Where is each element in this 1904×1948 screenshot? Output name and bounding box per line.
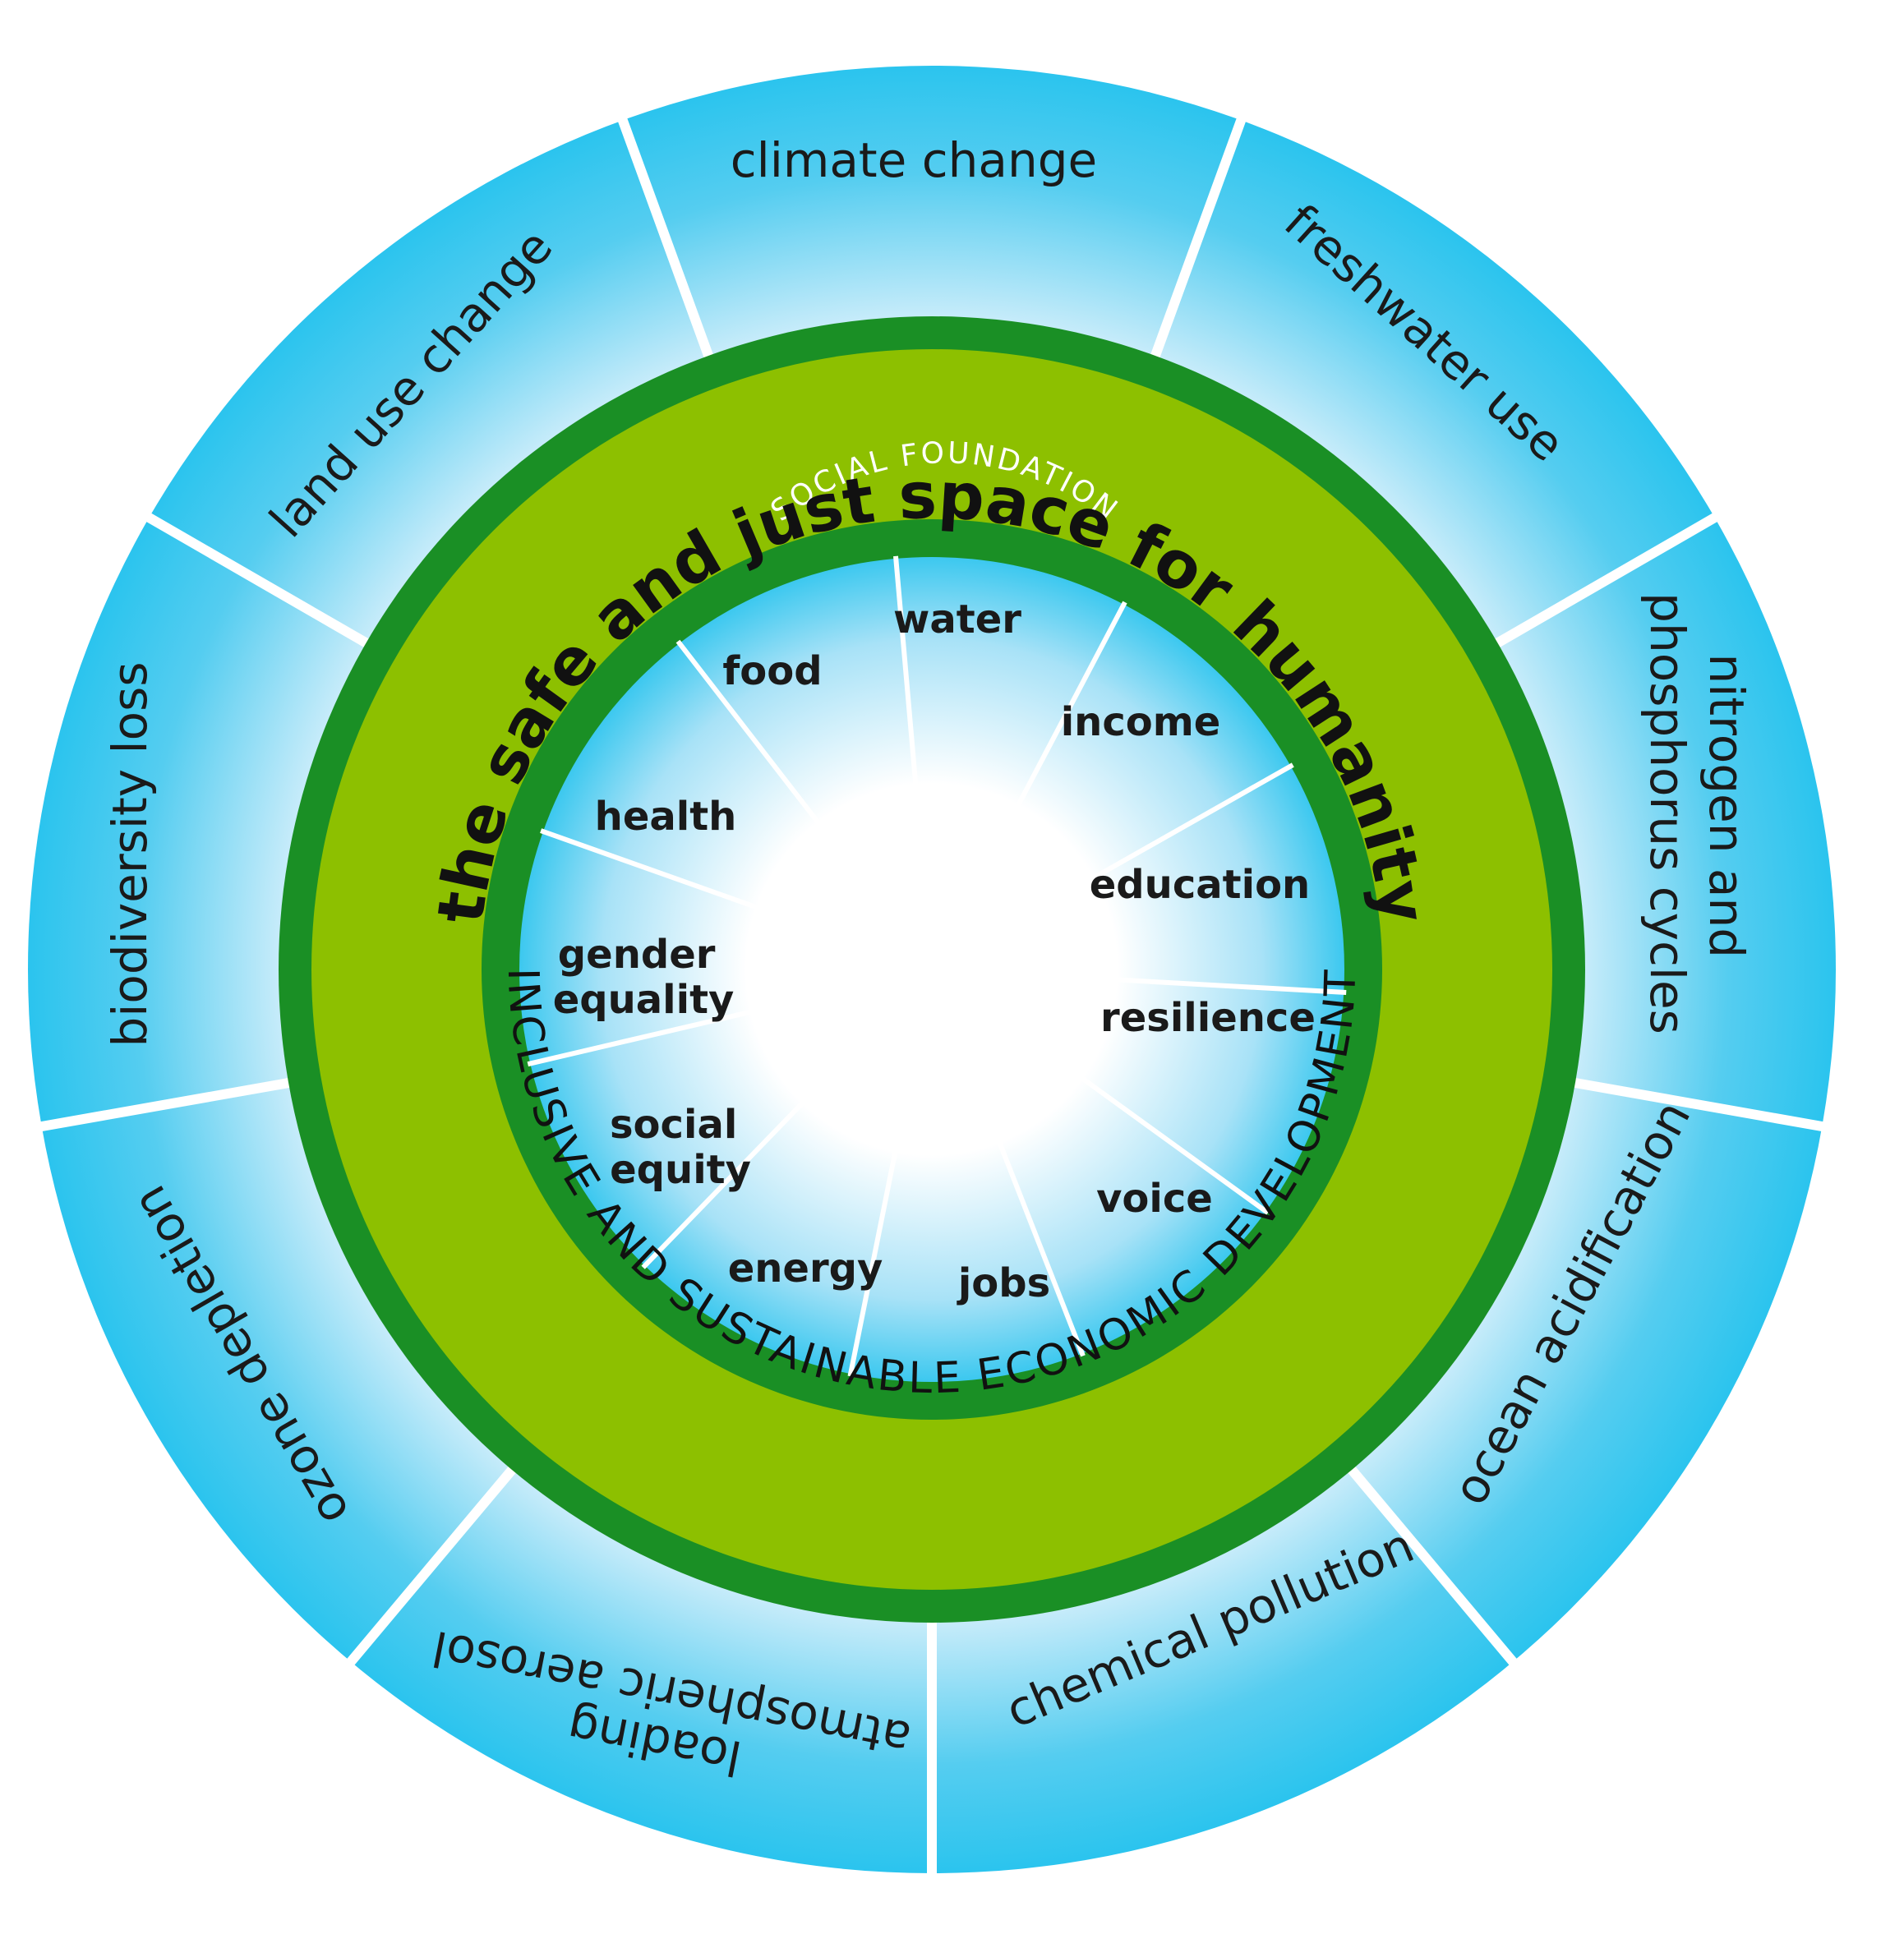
social-labels: water income education resilience voice … xyxy=(553,596,1316,1306)
inner-divider-line xyxy=(931,967,1347,996)
inner-dividers xyxy=(527,555,1347,1377)
environmental-ceiling-label: ENVIRONMENTAL CEILING xyxy=(724,0,1165,34)
inner-divider-line xyxy=(929,601,1127,971)
social-label-energy: energy xyxy=(728,1246,883,1292)
outer-divider-line xyxy=(612,103,717,370)
outer-divider-line xyxy=(1339,1457,1528,1678)
social-label-food: food xyxy=(722,648,822,694)
social-label-resilience: resilience xyxy=(1100,995,1316,1041)
inner-divider-line xyxy=(892,555,934,970)
social-label-health: health xyxy=(595,794,737,840)
inner-divider-line xyxy=(930,762,1294,972)
outer-dividers xyxy=(24,103,1840,1890)
inner-divider-line xyxy=(929,968,1086,1357)
outer-divider-line xyxy=(1562,1075,1840,1135)
outer-divider-line xyxy=(1146,103,1252,370)
outer-divider-line xyxy=(24,1075,302,1135)
social-label-education: education xyxy=(1090,862,1310,908)
outer-divider-line xyxy=(336,1457,524,1678)
social-label-gender-equality: gender equality xyxy=(553,932,735,1023)
social-label-income: income xyxy=(1061,699,1221,745)
env-label-climate-change: climate change xyxy=(731,132,1097,188)
inner-divider-line xyxy=(847,969,934,1377)
outer-divider-line xyxy=(1484,504,1731,654)
env-label-nitrogen-phosphorus: nitrogen and phosphorus cycles xyxy=(1639,592,1754,1034)
social-label-voice: voice xyxy=(1096,1176,1213,1222)
inner-divider-line xyxy=(527,967,933,1067)
inner-divider-line xyxy=(641,967,934,1269)
outer-divider-line xyxy=(132,504,380,654)
social-label-jobs: jobs xyxy=(957,1260,1050,1306)
env-label-biodiversity-loss: biodiversity loss xyxy=(102,661,158,1047)
social-label-social-equity: social equity xyxy=(610,1102,751,1193)
social-label-water: water xyxy=(893,596,1021,642)
inner-divider-line xyxy=(675,639,934,971)
inner-divider-line xyxy=(540,828,934,972)
inner-divider-line xyxy=(930,967,1270,1215)
